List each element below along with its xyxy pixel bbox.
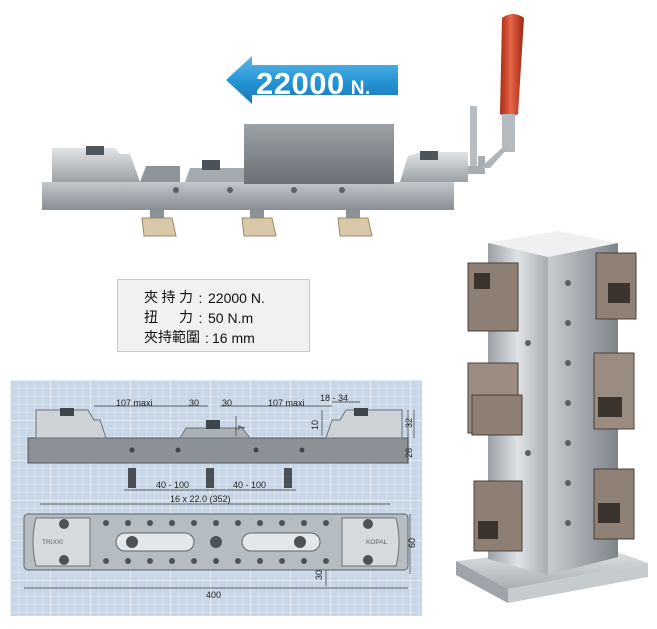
dim-pitch-right: 40 - 100 [233, 480, 266, 490]
spec-box: 夾持力 : 22000 N. 扭力 : 50 N.m 夾持範圍 : 16 mm [117, 279, 310, 352]
spec-value: 50 N.m [208, 310, 254, 326]
handle-neck [502, 114, 515, 152]
spec-key: 扭力 [144, 310, 193, 326]
base-rail [42, 182, 454, 210]
dim-pitch-left: 40 - 100 [156, 480, 189, 490]
spec-row-torque: 扭力 : 50 N.m [144, 310, 254, 326]
spec-value: 16 mm [212, 330, 255, 346]
bp-rail [27, 437, 409, 464]
left-jaw [52, 148, 140, 182]
force-arrow [226, 56, 398, 104]
brand-left: TRIXXI [42, 539, 63, 546]
bp-right-jaw [325, 409, 403, 439]
dim-range: 18 - 34 [320, 393, 348, 403]
vise-side-view [42, 14, 524, 237]
foot-center [241, 210, 277, 237]
dim-edge: 30 [314, 570, 324, 580]
dim-length: 400 [206, 590, 221, 600]
center-clamp [185, 168, 245, 182]
workpiece [244, 124, 394, 184]
dim-height-bottom: 28 [404, 448, 414, 458]
spec-row-clamp-force: 夾持力 : 22000 N. [144, 290, 265, 306]
dim-center-right: 30 [222, 398, 232, 408]
dim-right-height: 10 [310, 420, 320, 430]
photo-column-top [488, 231, 618, 257]
dim-width: 60 [407, 538, 417, 548]
tombstone-photo [456, 231, 648, 603]
dim-jaw-open-left: 107 maxi [116, 398, 153, 408]
foot-left [141, 210, 177, 237]
dim-holes: 16 x 22.0 (352) [170, 494, 231, 504]
bp-left-jaw [35, 409, 107, 439]
blueprint-drawing: 107 maxi 30 30 107 maxi 18 - 34 7 10 32 … [10, 380, 422, 616]
spec-value: 22000 N. [208, 290, 265, 306]
spec-row-range: 夾持範圍 : 16 mm [144, 330, 255, 346]
foot-right [337, 210, 373, 237]
dim-height-top: 32 [404, 418, 414, 428]
brand-right: KOPAL [366, 539, 388, 546]
bp-holes [59, 519, 373, 565]
spec-key: 夾持範圍 [144, 330, 200, 346]
force-unit: N. [350, 78, 371, 99]
bp-center-clamp [179, 427, 252, 439]
handle-grip [500, 14, 524, 117]
photo-vises-front [467, 262, 523, 552]
dim-center-left: 30 [189, 398, 199, 408]
right-jaw [400, 152, 468, 182]
dim-jaw-open-right: 107 maxi [268, 398, 305, 408]
dim-center-height: 7 [237, 425, 247, 430]
photo-vises-side [593, 252, 637, 540]
handle-shaft [470, 106, 477, 166]
spec-key: 夾持力 [144, 290, 193, 306]
